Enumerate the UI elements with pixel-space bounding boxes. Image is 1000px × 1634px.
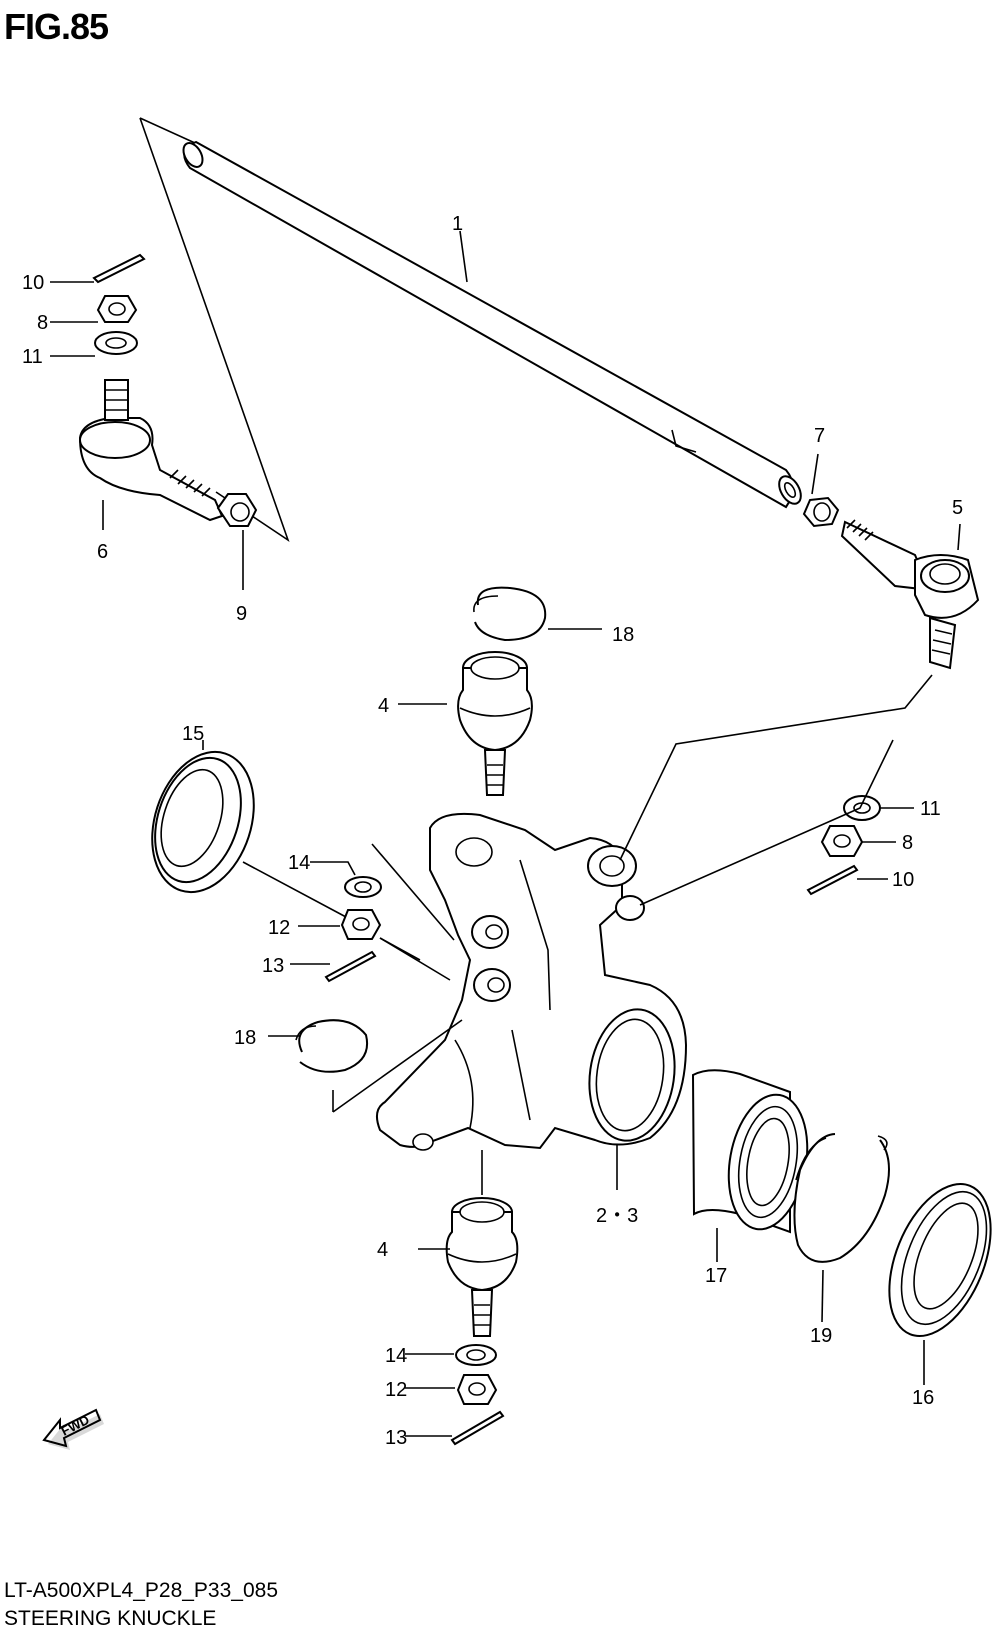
callout-10-left: 10 bbox=[22, 272, 44, 294]
oil-seal-part-16 bbox=[888, 1183, 992, 1337]
figure-title: FIG.85 bbox=[4, 6, 109, 47]
callout-13-mid: 13 bbox=[262, 955, 284, 977]
callout-2-3: 2・3 bbox=[596, 1205, 638, 1227]
callout-11-left: 11 bbox=[22, 346, 43, 368]
ball-joint-part-4-upper bbox=[457, 651, 533, 796]
callout-labels: 1 2・3 4 4 5 6 7 8 8 9 10 10 11 11 12 12 … bbox=[22, 213, 963, 1449]
wheel-bearing-part-17 bbox=[691, 1069, 809, 1234]
callout-16: 16 bbox=[912, 1387, 934, 1409]
callout-15: 15 bbox=[182, 723, 204, 745]
callout-11-right: 11 bbox=[920, 798, 941, 820]
lower-hardware-stack bbox=[450, 1344, 505, 1446]
callout-17: 17 bbox=[705, 1265, 727, 1287]
callout-14-lower: 14 bbox=[385, 1345, 407, 1367]
lock-nut-part-7 bbox=[802, 496, 840, 528]
tie-rod-end-part-5 bbox=[840, 519, 980, 670]
tie-rod-end-part-6 bbox=[78, 379, 224, 522]
callout-4-lower: 4 bbox=[377, 1239, 388, 1261]
ball-joint-part-4-lower bbox=[445, 1197, 519, 1337]
callout-19: 19 bbox=[810, 1325, 832, 1347]
callout-1: 1 bbox=[452, 213, 463, 235]
callout-18-lower: 18 bbox=[234, 1027, 256, 1049]
leader-lines bbox=[50, 230, 961, 1437]
model-code: LT-A500XPL4_P28_P33_085 bbox=[4, 1579, 279, 1602]
mid-left-hardware-stack bbox=[324, 876, 382, 983]
callout-4-upper: 4 bbox=[378, 695, 389, 717]
steering-knuckle-part-2-3 bbox=[375, 812, 688, 1151]
left-hardware-stack bbox=[92, 253, 258, 527]
callout-8-left: 8 bbox=[37, 312, 48, 334]
section-name: STEERING KNUCKLE bbox=[4, 1607, 217, 1630]
callout-10-right: 10 bbox=[892, 869, 914, 891]
oil-seal-part-15 bbox=[151, 750, 255, 894]
callout-12-lower: 12 bbox=[385, 1379, 407, 1401]
cotter-pin-13-mid bbox=[324, 950, 377, 983]
callout-7: 7 bbox=[814, 425, 825, 447]
callout-14-mid: 14 bbox=[288, 852, 310, 874]
cotter-pin-13-lower bbox=[450, 1410, 505, 1446]
tie-rod-part-1 bbox=[182, 140, 802, 509]
cotter-pin-10-right bbox=[806, 864, 859, 896]
callout-13-lower: 13 bbox=[385, 1427, 407, 1449]
fwd-arrow-icon: FWD bbox=[42, 1408, 104, 1450]
cotter-pin-10-left bbox=[92, 253, 146, 284]
circlip-part-18-upper bbox=[473, 586, 547, 642]
callout-8-right: 8 bbox=[902, 832, 913, 854]
callout-5: 5 bbox=[952, 497, 963, 519]
circlip-part-18-lower bbox=[295, 1019, 368, 1073]
callout-18-upper: 18 bbox=[612, 624, 634, 646]
circlip-part-19 bbox=[793, 1133, 890, 1263]
callout-9: 9 bbox=[236, 603, 247, 625]
callout-12-mid: 12 bbox=[268, 917, 290, 939]
right-hardware-stack bbox=[806, 795, 881, 896]
callout-6: 6 bbox=[97, 541, 108, 563]
